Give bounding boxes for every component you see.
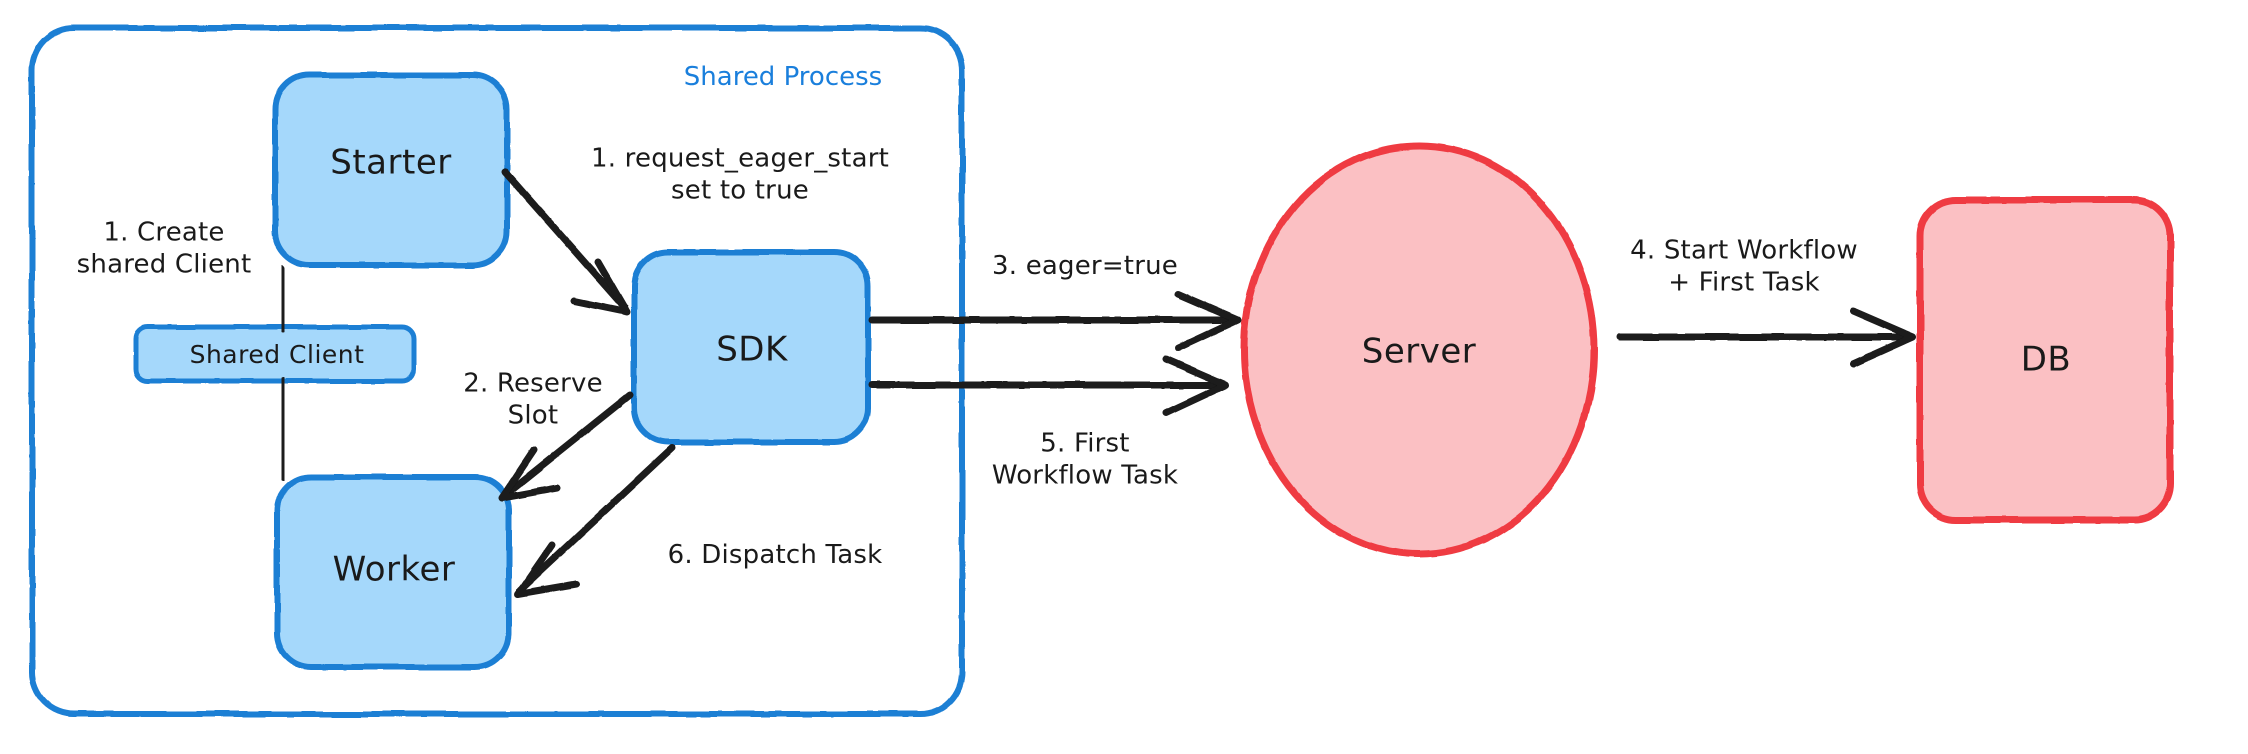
edge-reserve-slot-arrow [498, 391, 634, 502]
edge-create-shared-client-line [279, 265, 287, 481]
edge-start-workflow-arrow [1616, 307, 1917, 368]
node-sdk-shape[interactable] [631, 249, 871, 445]
node-shared-client-shape[interactable] [133, 324, 417, 384]
shared-process-group [29, 25, 965, 717]
edge-dispatch-task-arrow [514, 444, 676, 598]
node-db-shape[interactable] [1916, 196, 2174, 524]
edge-first-workflow-task-arrow [868, 355, 1230, 417]
node-worker-shape[interactable] [274, 474, 512, 670]
edge-request-eager-start-arrow [501, 168, 631, 316]
node-server-shape[interactable] [1240, 142, 1598, 558]
node-starter-shape[interactable] [272, 72, 510, 268]
edge-eager-true-arrow [868, 290, 1242, 352]
